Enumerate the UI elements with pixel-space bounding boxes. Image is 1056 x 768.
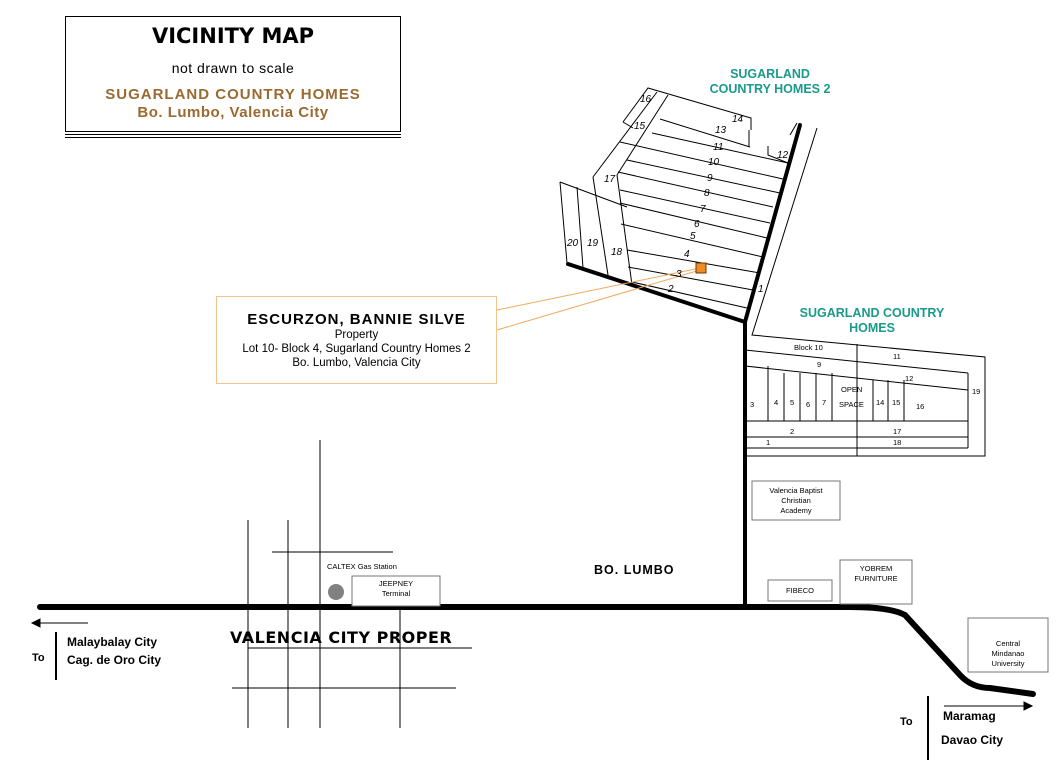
lot-label: 1 — [766, 438, 771, 447]
yobrem-furniture: YOBREM FURNITURE — [840, 564, 912, 584]
open-space-line2: SPACE — [839, 400, 864, 409]
baptist-line1: Valencia Baptist — [769, 486, 823, 495]
lot-label: 4 — [684, 249, 690, 260]
subdivision-name: SUGARLAND COUNTRY HOMES — [105, 86, 361, 103]
property-marker — [695, 262, 707, 274]
central-mindanao-university: Central Mindanao University — [968, 639, 1048, 669]
national-highway — [37, 604, 1036, 697]
west-destination-2: Cag. de Oro City — [67, 653, 162, 667]
lot-label: 14 — [876, 398, 885, 407]
lot-description: Lot 10- Block 4, Sugarland Country Homes… — [242, 343, 471, 355]
east-destination-1: Maramag — [943, 709, 996, 723]
lot-label: 13 — [715, 125, 727, 136]
scale-note: not drawn to scale — [171, 60, 295, 76]
jeepney-terminal: JEEPNEY Terminal — [352, 579, 440, 599]
lot-label: 6 — [806, 400, 811, 409]
city-streets — [30, 440, 1034, 760]
lot-label: 5 — [790, 398, 795, 407]
cmu-line3: University — [991, 659, 1025, 668]
jeepney-line1: JEEPNEY — [378, 579, 414, 588]
sch-lot-lines — [744, 344, 969, 456]
west-destination-1: Malaybalay City — [67, 635, 158, 649]
caltex-label: CALTEX Gas Station — [327, 562, 397, 571]
lot-label: 18 — [893, 438, 902, 447]
lot-label: 16 — [640, 94, 652, 105]
lot-label: 12 — [905, 374, 914, 383]
yobrem-line2: FURNITURE — [854, 574, 898, 583]
lot-label: 14 — [732, 114, 744, 125]
lot-label: 9 — [817, 360, 822, 369]
lot-label: 5 — [690, 231, 696, 242]
main-roads — [37, 123, 1036, 697]
east-destination-2: Davao City — [941, 733, 1004, 747]
sch2-lot-lines — [559, 87, 986, 457]
lot-label: 15 — [892, 398, 901, 407]
lot-label: 6 — [694, 219, 700, 230]
subdivision-road — [743, 123, 802, 609]
lot-label: 10 — [708, 157, 720, 168]
lot-label: 3 — [676, 269, 682, 280]
block-label: Block 10 — [794, 343, 823, 352]
lot-label: 7 — [700, 204, 706, 215]
cmu-line1: Central — [995, 639, 1021, 648]
lot-label: 18 — [611, 247, 623, 258]
lot-label: 3 — [750, 400, 755, 409]
fibeco: FIBECO — [786, 586, 814, 595]
yobrem-line1: YOBREM — [859, 564, 893, 573]
lot-label: 17 — [604, 174, 616, 185]
lot-label: 17 — [893, 427, 902, 436]
city-proper-label: VALENCIA CITY PROPER — [230, 628, 453, 647]
sch-label-line1: SUGARLAND COUNTRY — [799, 306, 945, 320]
jeepney-line2: Terminal — [381, 589, 411, 598]
callout-pointer — [496, 267, 701, 331]
east-to-label: To — [900, 716, 913, 728]
property-address: Bo. Lumbo, Valencia City — [292, 357, 421, 369]
sch-label-line2: HOMES — [849, 321, 895, 335]
lot-label: 15 — [634, 121, 646, 132]
gas-station-icon — [328, 584, 344, 600]
property-callout: ESCURZON, BANNIE SILVE Property Lot 10- … — [216, 296, 497, 384]
subdivision-location: Bo. Lumbo, Valencia City — [137, 104, 329, 121]
lot-label: 2 — [790, 427, 795, 436]
lot-label: 9 — [707, 173, 713, 184]
sch-label: SUGARLAND COUNTRY HOMES — [787, 306, 957, 336]
lot-label: 12 — [777, 150, 789, 161]
lot-label: 1 — [758, 284, 764, 295]
owner-name: ESCURZON, BANNIE SILVE — [247, 311, 466, 328]
map-title: VICINITY MAP — [151, 24, 315, 48]
title-box: VICINITY MAP not drawn to scale SUGARLAN… — [65, 16, 401, 138]
lot-label: 19 — [587, 238, 599, 249]
baptist-line3: Academy — [780, 506, 812, 515]
lot-label: 16 — [916, 402, 925, 411]
lot-label: 11 — [713, 142, 724, 153]
sch2-label: SUGARLAND COUNTRY HOMES 2 — [700, 67, 840, 97]
open-space-line1: OPEN — [841, 385, 863, 394]
bo-lumbo-label: BO. LUMBO — [594, 563, 675, 577]
sch2-label-line2: COUNTRY HOMES 2 — [709, 82, 831, 96]
west-to-label: To — [32, 652, 45, 664]
lot-label: 2 — [668, 284, 674, 295]
lot-label: 4 — [774, 398, 779, 407]
sch2-label-line1: SUGARLAND — [730, 67, 810, 81]
baptist-academy: Valencia Baptist Christian Academy — [752, 486, 840, 516]
lot-label: 11 — [893, 352, 901, 361]
baptist-line2: Christian — [781, 496, 811, 505]
lot-label: 19 — [972, 387, 981, 396]
lot-label: 7 — [822, 398, 827, 407]
property-type: Property — [334, 329, 379, 341]
lot-label: 20 — [567, 238, 579, 249]
lot-label: 8 — [704, 188, 710, 199]
cmu-line2: Mindanao — [991, 649, 1025, 658]
